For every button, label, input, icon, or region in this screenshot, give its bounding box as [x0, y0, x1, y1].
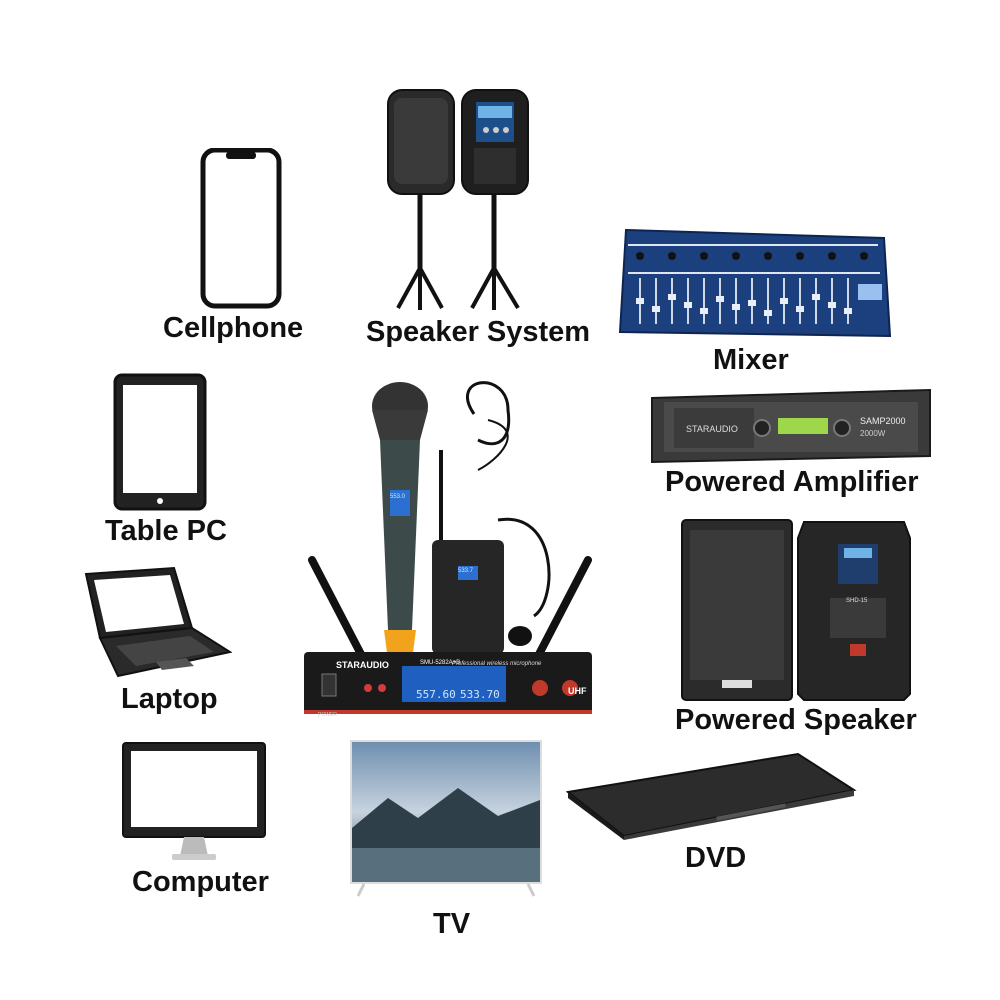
amplifier-brand: STARAUDIO — [686, 424, 738, 434]
tablet-icon — [112, 372, 208, 512]
receiver-freq-a: 557.60 — [416, 688, 456, 701]
speaker-system-image — [378, 88, 548, 314]
receiver-model: SMU-5282A+B — [420, 660, 461, 666]
speaker-system-label: Speaker System — [366, 316, 591, 348]
laptop-icon — [82, 566, 232, 680]
receiver-tagline: Professional wireless microphone — [452, 661, 542, 667]
tv-label: TV — [433, 908, 471, 940]
cellphone-label: Cellphone — [163, 312, 304, 344]
receiver-freq-b: 533.70 — [460, 688, 500, 701]
mixer-label: Mixer — [713, 344, 789, 376]
mic-display: 553.0 — [390, 494, 406, 500]
bodypack-display: 533.7 — [458, 568, 474, 574]
laptop-label: Laptop — [121, 683, 218, 715]
amplifier-sub: 2000W — [860, 429, 886, 438]
tv-image — [348, 738, 544, 898]
dvd-image — [566, 752, 858, 840]
computer-label: Computer — [132, 866, 269, 898]
powered-speaker-image — [680, 518, 912, 704]
wireless-mic-system-image — [298, 380, 598, 720]
mixer-image — [618, 228, 894, 340]
dvd-label: DVD — [685, 842, 747, 874]
receiver-brand: STARAUDIO — [336, 660, 389, 670]
powered-speaker-label: Powered Speaker — [675, 704, 917, 736]
amplifier-label: Powered Amplifier — [665, 466, 919, 498]
tablet-label: Table PC — [105, 515, 227, 547]
amplifier-badge: SAMP2000 — [860, 416, 906, 426]
speaker-back-model: SHD-15 — [846, 598, 868, 604]
monitor-icon — [120, 740, 268, 864]
cellphone-icon — [198, 148, 286, 310]
amplifier-image: STARAUDIO SAMP2000 2000W — [650, 386, 932, 466]
receiver-power: POWER — [318, 712, 337, 718]
receiver-band: UHF — [568, 686, 587, 696]
